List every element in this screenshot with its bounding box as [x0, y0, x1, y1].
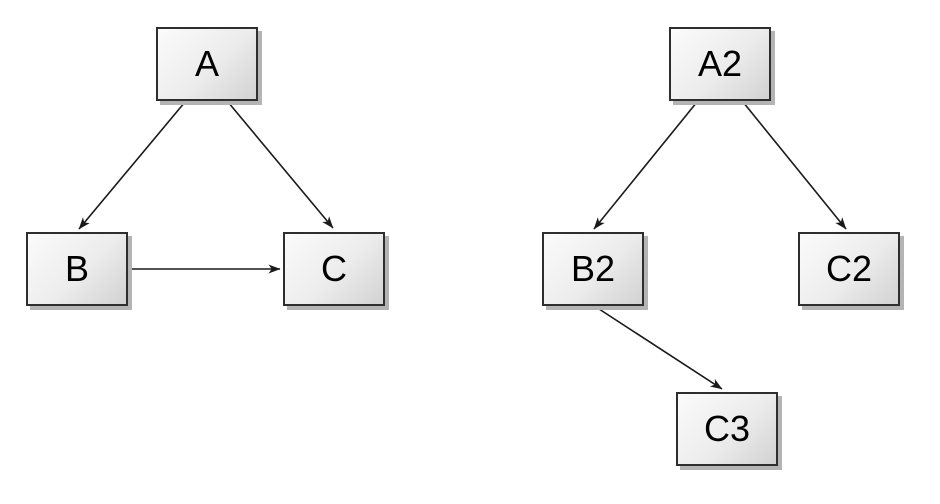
node-C3-label: C3: [703, 408, 751, 449]
node-A2[interactable]: A2: [669, 27, 771, 101]
edge-A-C[interactable]: [227, 101, 334, 229]
node-C3[interactable]: C3: [676, 392, 778, 466]
node-C-label: C: [321, 248, 347, 289]
edge-A2-C2[interactable]: [742, 101, 847, 230]
node-C[interactable]: C: [283, 232, 385, 306]
node-A[interactable]: A: [156, 27, 258, 101]
node-B2-label: B2: [570, 248, 616, 289]
node-A2-label: A2: [697, 43, 743, 84]
node-C2-label: C2: [825, 248, 873, 289]
node-B2[interactable]: B2: [542, 232, 644, 306]
edge-A2-B2[interactable]: [593, 101, 698, 230]
node-B[interactable]: B: [26, 232, 128, 306]
node-C2[interactable]: C2: [798, 232, 900, 306]
edge-A-B[interactable]: [78, 101, 186, 230]
node-A-label: A: [194, 43, 219, 84]
node-B-label: B: [64, 248, 89, 289]
edge-B2-C3[interactable]: [595, 306, 723, 390]
